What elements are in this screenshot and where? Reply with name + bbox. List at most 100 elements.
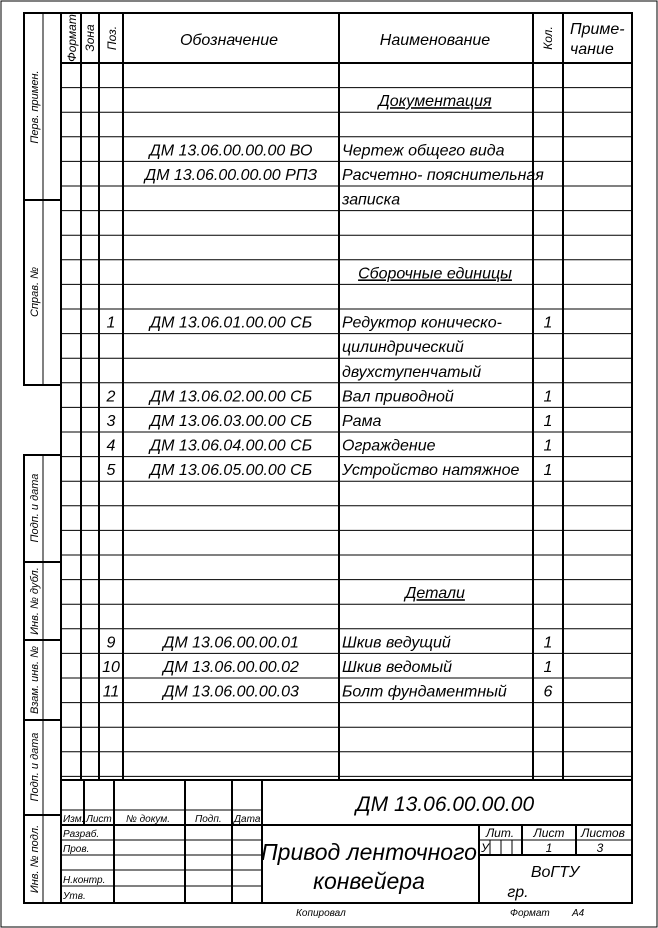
cell-name: Детали (403, 585, 465, 602)
spec-table-body: Документация ДМ 13.06.00.00.00 ВО Чертеж о… (102, 93, 552, 700)
cell-designation: ДМ 13.06.00.00.02 (161, 659, 299, 676)
header-designation: Обозначение (180, 32, 278, 49)
header-note-line2: чание (570, 41, 614, 58)
cell-qty: 1 (544, 413, 553, 430)
footer-format-label: Формат (510, 908, 550, 919)
cell-designation: ДМ 13.06.00.00.01 (161, 634, 299, 651)
cell-qty: 1 (544, 634, 553, 651)
side-label-perv-primen: Перв. примен. (29, 70, 41, 143)
table-row: двухступенчатый (342, 364, 481, 381)
list-label: Лист (533, 826, 565, 840)
footer-kopiroval: Копировал (296, 908, 346, 919)
cell-name: цилиндрический (342, 339, 464, 356)
row-prov: Пров. (63, 844, 89, 855)
cell-name: Документация (376, 93, 491, 110)
col-data: Дата (233, 814, 261, 825)
cell-qty: 1 (544, 438, 553, 455)
table-row: ДМ 13.06.00.00.00 ВО Чертеж общего вида (147, 142, 504, 159)
header-zone: Зона (83, 24, 97, 52)
org-group: гр. (507, 884, 528, 901)
cell-name: Сборочные единицы (358, 265, 512, 282)
cell-qty: 6 (544, 684, 553, 701)
table-row: 4 ДМ 13.06.04.00.00 СБ Ограждение 1 (107, 438, 553, 455)
table-row: Документация (376, 93, 491, 110)
table-row: 3 ДМ 13.06.03.00.00 СБ Рама 1 (107, 413, 553, 430)
cell-designation: ДМ 13.06.04.00.00 СБ (148, 438, 312, 455)
header-name: Наименование (380, 32, 491, 49)
cell-name: записка (341, 192, 400, 209)
table-row: Сборочные единицы (358, 265, 512, 282)
lit-label: Лит. (485, 826, 514, 840)
row-lines (61, 87, 632, 777)
cell-name: Рама (342, 413, 382, 430)
table-row: ДМ 13.06.00.00.00 РПЗ Расчетно- пояснител… (143, 167, 544, 184)
org-name: ВоГТУ (531, 864, 581, 881)
col-list: Лист (85, 814, 112, 825)
cell-pos: 4 (107, 438, 116, 455)
cell-pos: 11 (103, 684, 120, 701)
cell-pos: 5 (107, 462, 116, 479)
footer-format-value: А4 (571, 908, 585, 919)
side-label-podp-data-1: Подп. и дата (29, 474, 41, 543)
cell-designation: ДМ 13.06.03.00.00 СБ (148, 413, 312, 430)
table-row: 2 ДМ 13.06.02.00.00 СБ Вал приводной 1 (106, 388, 553, 405)
header-qty: Кол. (541, 26, 555, 50)
table-grid (61, 13, 632, 780)
cell-name: двухступенчатый (342, 364, 481, 381)
cell-pos: 2 (106, 388, 116, 405)
cell-name: Редуктор коническо- (342, 315, 502, 332)
row-razrab: Разраб. (63, 828, 99, 840)
cell-qty: 1 (544, 315, 553, 332)
table-row: 11 ДМ 13.06.00.00.03 Болт фундаментный 6 (103, 684, 553, 701)
cell-qty: 1 (544, 462, 553, 479)
table-row: 9 ДМ 13.06.00.00.01 Шкив ведущий 1 (107, 634, 553, 651)
doc-code: ДМ 13.06.00.00.00 (354, 793, 535, 816)
cell-pos: 1 (107, 315, 116, 332)
cell-name: Шкив ведущий (342, 634, 451, 651)
col-izm: Изм. (63, 814, 84, 825)
cell-designation: ДМ 13.06.01.00.00 СБ (148, 315, 312, 332)
cell-pos: 9 (107, 634, 116, 651)
side-label-sprav-no: Справ. № (29, 267, 41, 317)
header-pos: Поз. (105, 26, 119, 50)
header-note-line1: Приме- (570, 21, 625, 38)
cell-designation: ДМ 13.06.00.00.03 (161, 684, 299, 701)
cell-designation: ДМ 13.06.00.00.00 ВО (147, 142, 312, 159)
cell-name: Ограждение (342, 438, 436, 455)
row-utv: Утв. (62, 891, 86, 902)
listov-value: 3 (597, 841, 604, 855)
side-label-podp-data-2: Подп. и дата (29, 733, 41, 802)
listov-label: Листов (580, 826, 625, 840)
cell-name: Устройство натяжное (341, 462, 520, 479)
table-row: Детали (403, 585, 465, 602)
cell-pos: 10 (102, 659, 120, 676)
table-row: 10 ДМ 13.06.00.00.02 Шкив ведомый 1 (102, 659, 552, 676)
table-row: 5 ДМ 13.06.05.00.00 СБ Устройство натяжное… (107, 462, 553, 479)
cell-qty: 1 (544, 659, 553, 676)
header-format: Формат (65, 14, 79, 62)
cell-designation: ДМ 13.06.00.00.00 РПЗ (143, 167, 318, 184)
side-label-inv-dubl: Инв. № дубл. (29, 567, 41, 635)
table-row: 1 ДМ 13.06.01.00.00 СБ Редуктор коническо-… (107, 315, 553, 332)
list-value: 1 (546, 841, 553, 855)
side-strips (23, 12, 62, 904)
cell-name: Болт фундаментный (342, 684, 507, 701)
col-podp: Подп. (195, 814, 222, 825)
table-row: цилиндрический (342, 339, 464, 356)
table-row: записка (341, 192, 400, 209)
cell-designation: ДМ 13.06.02.00.00 СБ (148, 388, 312, 405)
side-label-vzam-inv: Взам. инв. № (29, 646, 41, 714)
cell-name: Шкив ведомый (342, 659, 452, 676)
doc-title-line2: конвейера (313, 868, 425, 894)
cell-name: Вал приводной (342, 388, 454, 405)
col-ndokum: № докум. (126, 814, 170, 825)
cell-designation: ДМ 13.06.05.00.00 СБ (148, 462, 312, 479)
cell-qty: 1 (544, 388, 553, 405)
row-nkontr: Н.контр. (63, 875, 105, 886)
cell-pos: 3 (107, 413, 116, 430)
cell-name: Расчетно- пояснительная (342, 167, 544, 184)
cell-name: Чертеж общего вида (342, 142, 505, 159)
lit-value: У (480, 841, 490, 855)
